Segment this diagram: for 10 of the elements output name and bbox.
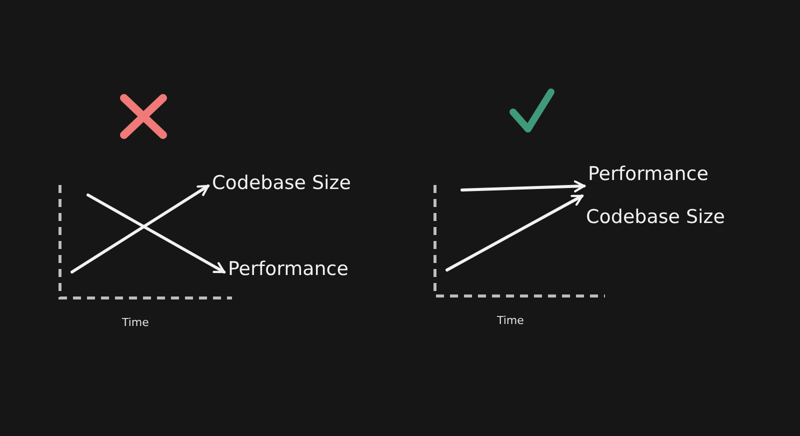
- series-label: Codebase Size: [586, 205, 725, 229]
- arrow: [460, 180, 586, 192]
- arrow: [70, 184, 210, 274]
- series-label: Codebase Size: [212, 171, 351, 195]
- arrow: [446, 194, 584, 272]
- axis-label: Time: [497, 314, 524, 327]
- arrow: [86, 194, 226, 274]
- axis-label: Time: [122, 316, 149, 329]
- series-label: Performance: [588, 162, 708, 186]
- series-label: Performance: [228, 257, 348, 281]
